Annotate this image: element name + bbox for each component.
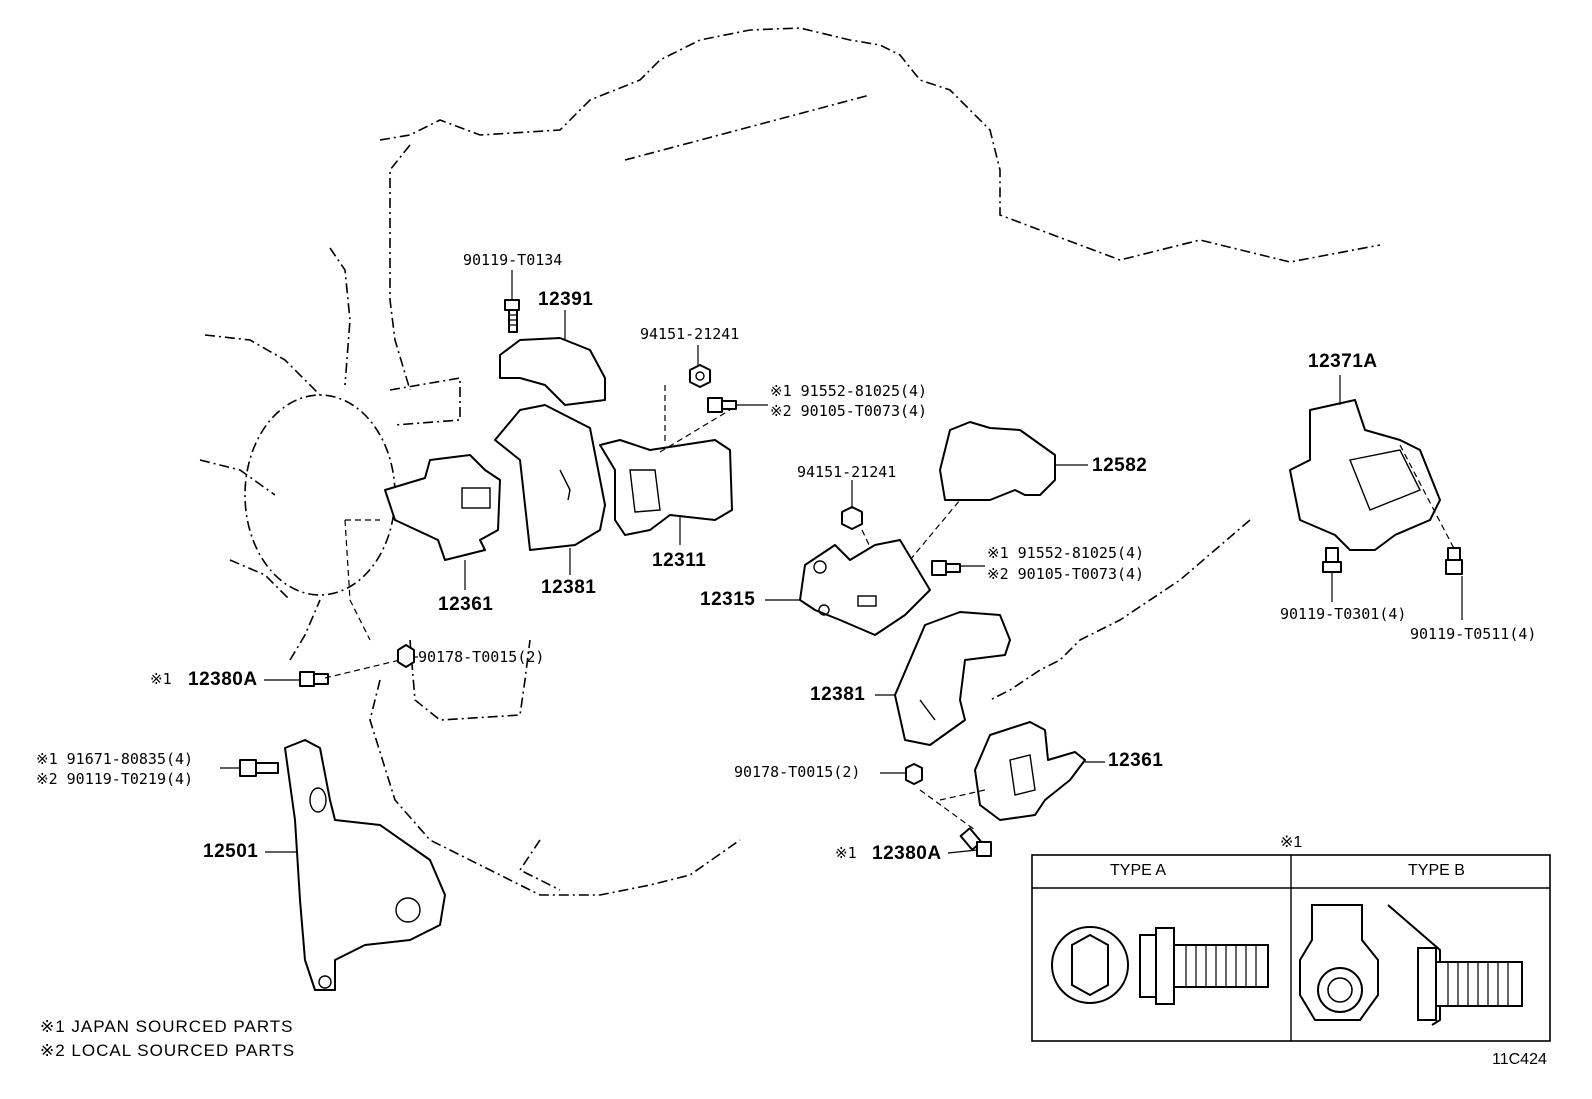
part-12361-mount-right — [974, 721, 1086, 821]
label-12361-left: 12361 — [438, 594, 494, 615]
type-b-nut — [1299, 904, 1379, 1021]
part-12361-mount-left — [384, 454, 501, 561]
part-12582-cover — [939, 421, 1056, 501]
footnote-local-sourced: ※2 LOCAL SOURCED PARTS — [40, 1041, 296, 1060]
engine-lower-left — [369, 679, 741, 896]
label-90178-T0015-right: 90178-T0015(2) — [734, 763, 861, 781]
engine-lower-right — [989, 519, 1251, 701]
label-12501: 12501 — [203, 841, 259, 862]
bolt-91671 — [239, 759, 279, 777]
label-bolt-mark2-b: ※2 90105-T0073(4) — [987, 565, 1145, 583]
label-bolt-mark1-c: ※1 91671-80835(4) — [36, 750, 194, 768]
label-90178-T0015-left: 90178-T0015(2) — [418, 648, 545, 666]
part-12391-cover — [499, 337, 606, 406]
inset-type-b-heading: TYPE B — [1408, 862, 1465, 879]
bolt-12380A-right — [959, 827, 992, 857]
type-a-bolt — [1139, 927, 1269, 1005]
bolt-91552-right — [931, 560, 961, 576]
fastener-type-inset — [1031, 854, 1551, 1042]
engine-bottom-frag — [518, 839, 561, 891]
label-90119-T0511: 90119-T0511(4) — [1410, 625, 1537, 643]
label-12311: 12311 — [652, 550, 707, 571]
inset-mark: ※1 — [1280, 834, 1303, 851]
type-b-bolt — [1387, 904, 1523, 1026]
nut-94151-left — [689, 364, 711, 388]
bolt-90119-T0511 — [1445, 547, 1463, 575]
part-12311-bracket — [599, 439, 733, 536]
engine-outline — [379, 27, 1381, 263]
bolt-91552-left — [707, 397, 737, 413]
label-12380A-left: 12380A — [188, 669, 258, 690]
part-12381-insulator-left — [494, 404, 606, 551]
label-mark1-right: ※1 — [835, 844, 857, 862]
bolt-12380A-left — [299, 671, 329, 687]
label-12380A-right: 12380A — [872, 843, 942, 864]
nut-90178-right — [905, 763, 923, 785]
bolt-90119-T0134 — [504, 299, 520, 333]
figure-code: 11C424 — [1492, 1051, 1547, 1068]
label-94151-21241-left: 94151-21241 — [640, 325, 740, 343]
footnote-japan-sourced: ※1 JAPAN SOURCED PARTS — [40, 1017, 294, 1036]
label-12371A: 12371A — [1308, 351, 1378, 372]
inset-type-a-heading: TYPE A — [1110, 862, 1167, 879]
label-bolt-mark1-b: ※1 91552-81025(4) — [987, 544, 1145, 562]
part-12315-bracket — [799, 539, 931, 636]
label-12315: 12315 — [700, 589, 756, 610]
nut-94151-right — [841, 506, 863, 530]
label-bolt-mark1-a: ※1 91552-81025(4) — [770, 382, 928, 400]
engine-top-line — [624, 94, 871, 161]
label-bolt-mark2-c: ※2 90119-T0219(4) — [36, 770, 194, 788]
bolt-90119-T0301 — [1322, 547, 1342, 573]
part-12381-insulator-right — [894, 611, 1011, 746]
label-12381-left: 12381 — [541, 577, 597, 598]
part-12371A-mount — [1289, 399, 1441, 551]
label-bolt-mark2-a: ※2 90105-T0073(4) — [770, 402, 928, 420]
crank-hub — [409, 639, 531, 721]
label-12361-right: 12361 — [1108, 750, 1164, 771]
engine-left-edge — [389, 144, 411, 391]
label-12391: 12391 — [538, 289, 594, 310]
label-90119-T0301: 90119-T0301(4) — [1280, 605, 1407, 623]
nut-90178-left — [397, 644, 415, 668]
part-12501-bracket — [284, 739, 446, 991]
label-90119-T0134: 90119-T0134 — [463, 251, 563, 269]
label-94151-21241-right: 94151-21241 — [797, 463, 897, 481]
label-12381-right: 12381 — [810, 684, 866, 705]
cooling-fan — [199, 247, 461, 661]
leader-lines — [220, 270, 1463, 854]
label-12582: 12582 — [1092, 455, 1148, 476]
label-mark1-left: ※1 — [150, 670, 172, 688]
type-a-nut — [1051, 926, 1129, 1004]
